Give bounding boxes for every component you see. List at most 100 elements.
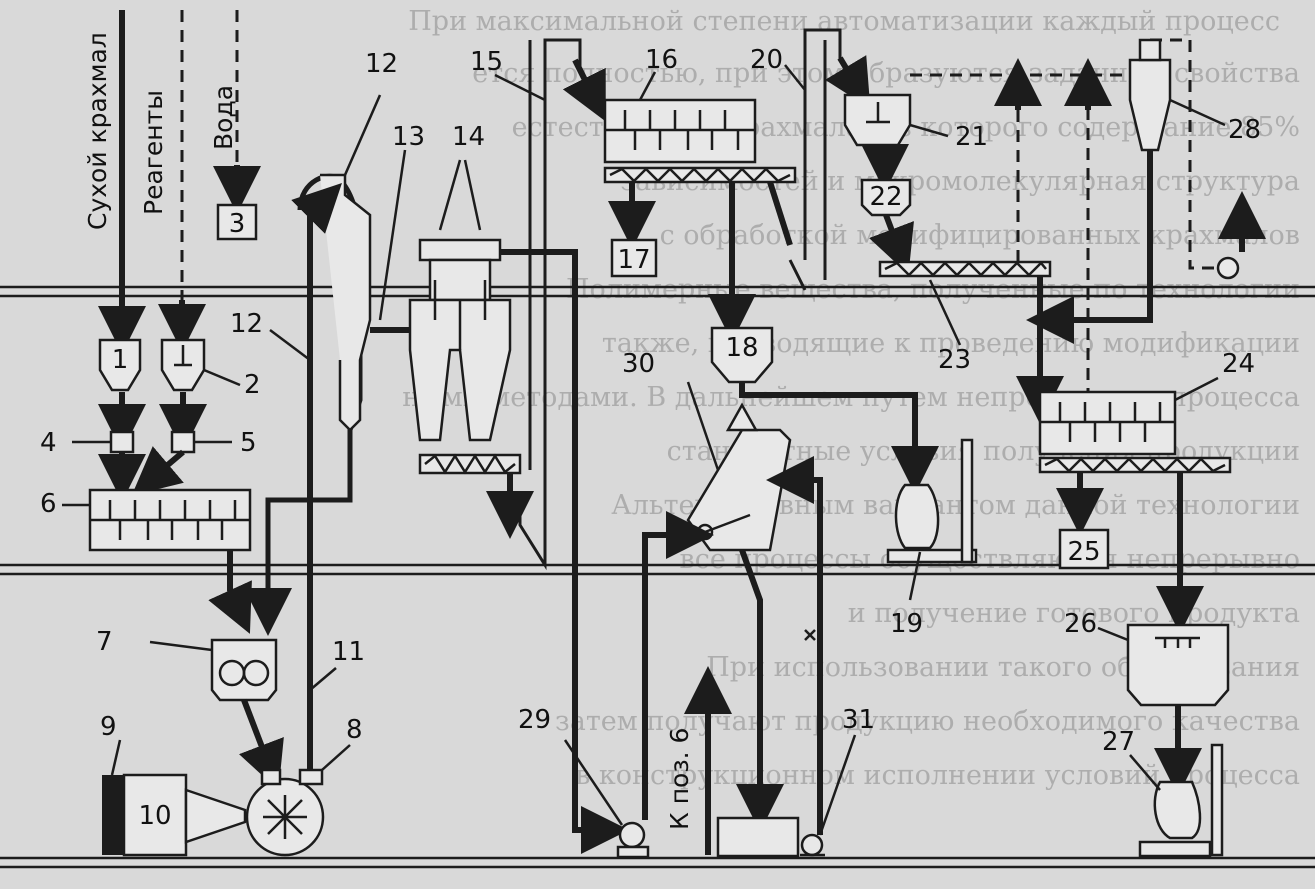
leader-16 xyxy=(638,71,657,101)
label-16: 16 xyxy=(645,45,678,75)
label-10: 10 xyxy=(138,801,171,831)
label-18: 18 xyxy=(725,333,758,363)
label-24: 24 xyxy=(1222,349,1255,379)
exhaust-to-29 xyxy=(500,249,629,854)
fan-impeller-icon xyxy=(263,795,307,839)
label-3: 3 xyxy=(229,209,246,239)
cyclone-28 xyxy=(1128,58,1172,152)
label-21: 21 xyxy=(955,122,988,152)
pump-29 xyxy=(618,821,646,849)
mixer-paddles-icon xyxy=(90,500,250,540)
mixer-paddles-icon xyxy=(605,110,755,150)
label-13: 13 xyxy=(392,122,425,152)
burner-9 xyxy=(102,775,124,855)
exhaust-line-28 xyxy=(1150,38,1215,270)
label-31: 31 xyxy=(842,705,875,735)
water-label: Вода xyxy=(209,85,238,150)
feeder-4 xyxy=(109,430,135,454)
mixer-paddles-icon xyxy=(1040,402,1175,442)
bag-platform xyxy=(1138,840,1212,858)
riser-to-16 xyxy=(562,58,606,122)
fan-inlet xyxy=(260,768,282,786)
label-20: 20 xyxy=(750,45,783,75)
pump-base xyxy=(616,845,650,859)
screw-flight-icon xyxy=(1044,457,1226,473)
label-22: 22 xyxy=(869,182,902,212)
leader-29 xyxy=(563,739,624,826)
exhaust-fan xyxy=(1216,256,1240,280)
bag-platform xyxy=(886,548,978,564)
bag-stand xyxy=(960,438,974,564)
label-11: 11 xyxy=(332,637,365,667)
starch-hopper-1 xyxy=(98,338,142,392)
bg-line: с обработкой модифицированных крахмалов xyxy=(660,220,1300,251)
leader-21 xyxy=(909,123,949,138)
leader-31 xyxy=(818,734,857,836)
bag-stand xyxy=(1210,743,1224,857)
mixer-to-7 xyxy=(208,550,252,634)
hopper-18 xyxy=(710,326,774,384)
label-1: 1 xyxy=(112,345,129,375)
dry-starch-label: Сухой крахмал xyxy=(83,32,112,230)
label-29: 29 xyxy=(518,705,551,735)
31-to-30 xyxy=(766,456,823,835)
leader-24 xyxy=(1174,376,1219,402)
label-17: 17 xyxy=(617,245,650,275)
leader-20 xyxy=(784,64,806,91)
feed-5-to-6 xyxy=(131,446,185,496)
leader-14a xyxy=(438,159,462,231)
leader-27 xyxy=(1129,754,1161,791)
leader-9 xyxy=(110,739,122,776)
screw-flight-icon xyxy=(884,261,1047,277)
label-15: 15 xyxy=(470,47,503,77)
riser20-to-21 xyxy=(825,55,871,109)
label-5: 5 xyxy=(240,428,257,458)
leader-14b xyxy=(463,159,482,231)
22-to-23 xyxy=(869,213,914,275)
cyclone-divider xyxy=(433,280,487,350)
collection-tank xyxy=(716,816,800,858)
bin-17 xyxy=(610,238,658,278)
label-6: 6 xyxy=(40,489,57,519)
valve-icon xyxy=(804,629,816,641)
hopper-22 xyxy=(860,178,912,217)
label-14: 14 xyxy=(452,122,485,152)
riser-to-cyclone xyxy=(291,183,342,250)
leader-7 xyxy=(149,640,213,652)
label-9: 9 xyxy=(100,712,117,742)
agitator-icon xyxy=(866,102,890,124)
pump-31 xyxy=(800,833,824,857)
agitator-icon xyxy=(1155,636,1200,648)
label-30: 30 xyxy=(622,349,655,379)
label-28: 28 xyxy=(1228,115,1261,145)
bg-line: ется полностью, при этом образуются зада… xyxy=(472,58,1300,89)
bg-line: При максимальной степени автоматизации к… xyxy=(408,6,1280,37)
bg-line: Полимерные вещества, полученные по техно… xyxy=(566,274,1300,305)
water-tank-3 xyxy=(216,203,258,241)
agitator-icon xyxy=(174,345,192,367)
dispenser-5 xyxy=(170,430,196,454)
pneumatic-riser-15 xyxy=(518,38,582,571)
cyclone-28-outlet xyxy=(1138,38,1162,62)
label-2: 2 xyxy=(244,370,261,400)
cyclone-12 xyxy=(320,173,372,432)
label-19: 19 xyxy=(890,609,923,639)
leader-13 xyxy=(378,149,407,321)
screw-flight-icon xyxy=(609,167,791,183)
cyclone-battery-collector xyxy=(428,258,492,302)
leader-15 xyxy=(494,73,546,102)
conveyor-to-20 xyxy=(767,181,793,246)
reagents-label: Реагенты xyxy=(139,90,168,215)
fan-outlet xyxy=(298,768,324,786)
leader-8 xyxy=(321,744,351,771)
label-12-mid: 12 xyxy=(230,309,263,339)
heater-10 xyxy=(122,773,188,857)
label-26: 26 xyxy=(1064,609,1097,639)
mill-30-top xyxy=(725,402,759,432)
29-to-30 xyxy=(642,511,714,820)
leader-12-mid xyxy=(269,329,311,361)
to-pos-6-label: К поз. 6 xyxy=(665,728,694,830)
label-7: 7 xyxy=(96,627,113,657)
bag-19 xyxy=(894,483,940,550)
